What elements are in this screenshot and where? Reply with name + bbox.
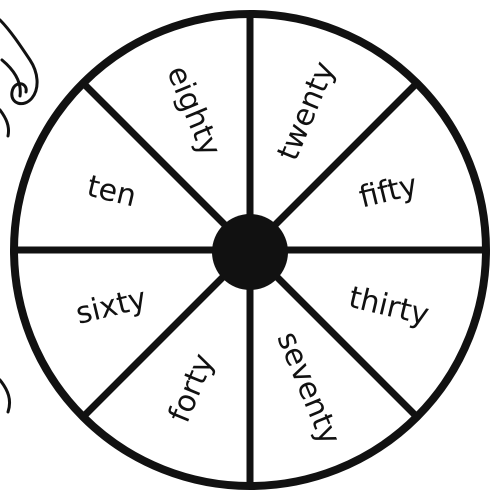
wheel-hub (212, 214, 288, 290)
